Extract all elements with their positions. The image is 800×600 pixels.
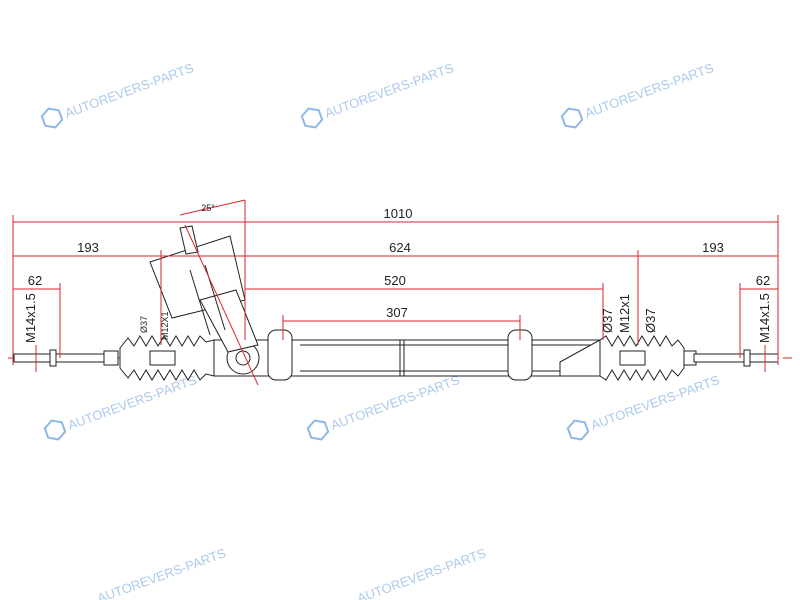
dim-right-end-label: 193 [702,240,724,255]
rack-housing [213,329,601,381]
angle-label: 25° [201,203,215,213]
dim-right-thread-len-label: 62 [756,273,770,288]
right-inner-thread-label: M12x1 [617,294,632,333]
dim-left-end-label: 193 [77,240,99,255]
watermark-text: AUTOREVERS-PARTS [355,545,488,600]
watermark-logo: AUTOREVERS-PARTS [560,60,716,129]
watermark-text: AUTOREVERS-PARTS [583,60,716,121]
right-boot-dia-1-label: Ø37 [600,308,615,333]
left-thread-label: M14x1.5 [23,293,38,343]
watermark-text: AUTOREVERS-PARTS [95,545,228,600]
watermark-text: AUTOREVERS-PARTS [323,60,456,121]
watermark-logo: AUTOREVERS-PARTS [306,372,462,441]
left-boot [119,335,215,381]
watermark-logo: AUTOREVERS-PARTS [566,372,722,441]
watermark-text: AUTOREVERS-PARTS [63,60,196,121]
right-thread-label: M14x1.5 [757,293,772,343]
dim-mount-span-label: 307 [386,305,408,320]
dim-left-thread-len-label: 62 [28,273,42,288]
watermark-text: AUTOREVERS-PARTS [329,372,462,433]
watermark-logo: AUTOREVERS-PARTS [300,60,456,129]
left-boot-dia-label: Ø37 [139,316,149,333]
dim-rack-span-label: 520 [384,273,406,288]
right-tie-rod [681,349,779,367]
dimension-lines [12,199,779,386]
left-inner-thread-label: M12X1 [160,311,170,340]
left-mount [267,329,293,381]
dim-center-label: 624 [389,240,411,255]
right-boot-dia-2-label: Ø37 [643,308,658,333]
watermark-text: AUTOREVERS-PARTS [66,372,199,433]
right-end-cap [559,339,601,377]
left-tie-rod [13,349,119,367]
watermark-logo: AUTOREVERS-PARTS [40,60,196,129]
watermark-text: AUTOREVERS-PARTS [589,372,722,433]
dim-overall-label: 1010 [384,206,413,221]
right-boot [599,335,685,381]
